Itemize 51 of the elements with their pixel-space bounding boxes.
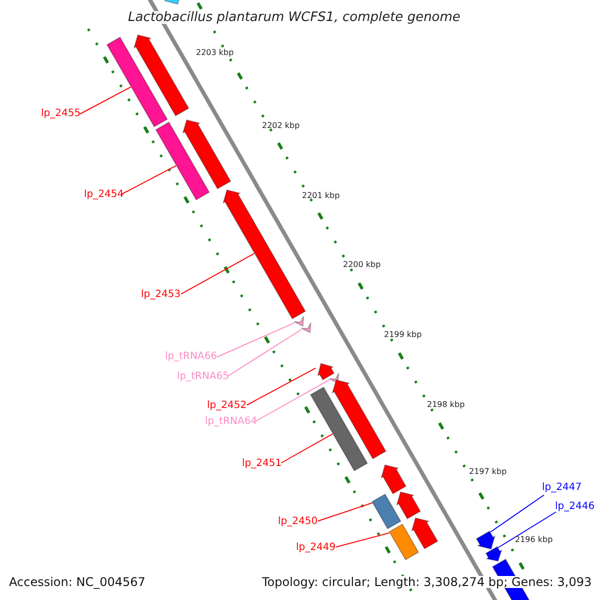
genome-info: Accession: NC_004567 [9, 576, 146, 588]
scale-label: 2203 kbp [196, 49, 234, 57]
gene-feature [476, 530, 496, 550]
leader-line [180, 253, 255, 294]
gene-label: lp_2449 [296, 543, 336, 553]
gene-label: lp_2455 [41, 109, 81, 119]
scale-label: 2199 kbp [384, 331, 422, 339]
gene-label: lp_2451 [242, 459, 282, 469]
gene-label: lp_tRNA64 [205, 417, 258, 427]
gene-feature [182, 119, 232, 190]
scale-label: 2198 kbp [427, 401, 465, 409]
gene-label: lp_2452 [207, 401, 247, 411]
leader-line [246, 368, 316, 406]
gene-bar [388, 524, 420, 560]
scale-label: 2196 kbp [515, 536, 553, 544]
gene-feature [485, 546, 502, 562]
scale-label: 2200 kbp [343, 261, 381, 269]
gene-feature [332, 379, 386, 460]
leader-line [490, 494, 544, 532]
genome-info: Topology: circular; Length: 3,308,274 bp; Genes: 3,093 [262, 576, 592, 588]
gene-bar [371, 494, 402, 530]
leader-line [228, 329, 302, 376]
leader-line [498, 512, 556, 548]
leader-line [256, 379, 330, 422]
gene-label: lp_2450 [278, 517, 318, 527]
scale-label: 2202 kbp [262, 122, 300, 130]
leader-line [216, 322, 295, 358]
leader-line [80, 86, 132, 114]
gene-feature [411, 517, 438, 550]
leader-line [280, 433, 334, 464]
leader-line [336, 532, 390, 548]
scale-label: 2201 kbp [302, 192, 340, 200]
gene-label: lp_2454 [84, 190, 124, 200]
gene-bar [310, 386, 368, 472]
gene-feature [396, 491, 421, 520]
scale-label: 2197 kbp [469, 468, 507, 476]
gene-label: lp_tRNA65 [177, 372, 230, 382]
gene-feature [317, 362, 335, 380]
gene-label: lp_2447 [542, 483, 582, 493]
gene-label: lp_2453 [141, 290, 181, 300]
leader-line [122, 165, 176, 194]
gene-feature [133, 34, 190, 116]
trna-marker [294, 316, 304, 327]
gene-feature [380, 464, 407, 494]
leader-line [318, 502, 373, 522]
map-title: Lactobacillus plantarum WCFS1, complete genome [128, 11, 460, 24]
trna-marker [300, 322, 312, 334]
gene-label: lp_tRNA66 [165, 352, 218, 362]
gene-label: lp_2446 [555, 502, 595, 512]
gene-bar [155, 122, 210, 200]
gene-bar [106, 36, 168, 128]
